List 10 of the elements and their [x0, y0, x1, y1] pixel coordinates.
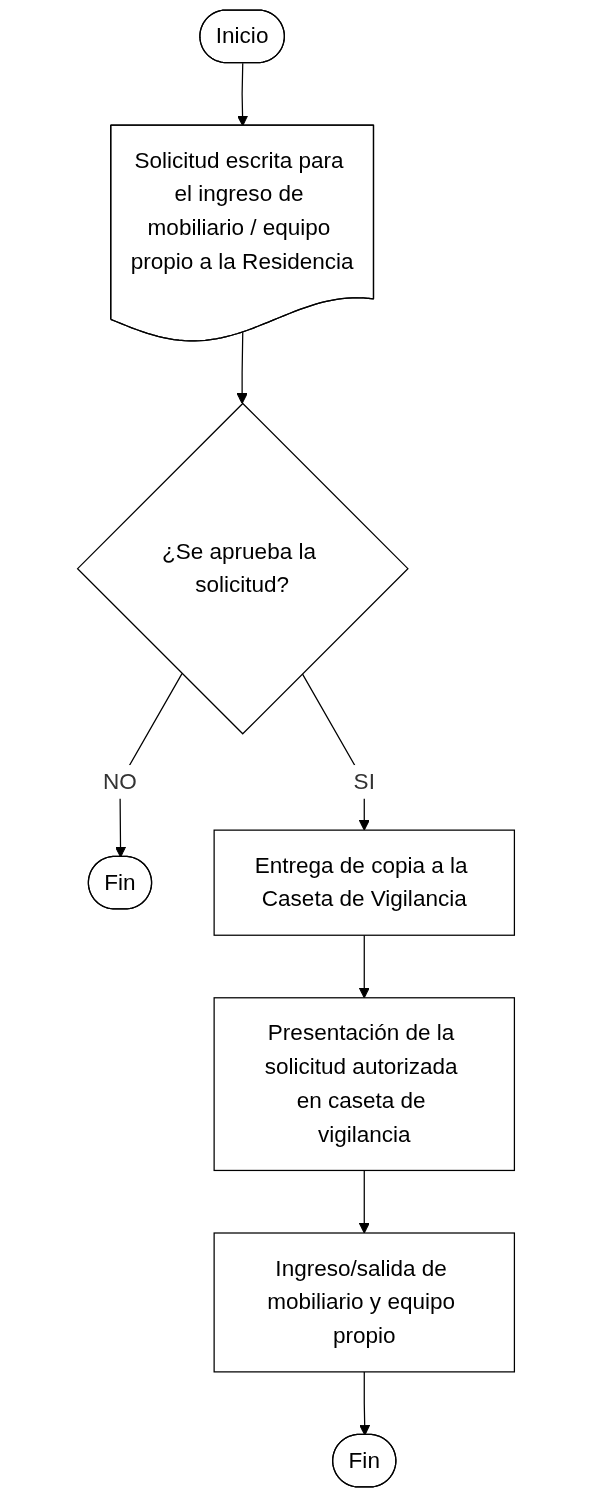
edge-label: NO	[103, 768, 137, 794]
edge-label: SI	[353, 768, 375, 794]
arrow	[359, 1371, 371, 1436]
node-box: Ingreso/salida de mobiliario y equipo propio	[213, 1232, 516, 1373]
arrow	[236, 332, 248, 404]
node-diamond: ¿Se aprueba la solicitud?	[76, 402, 409, 735]
node-box: Entrega de copia a la Caseta de Vigilancia	[213, 829, 516, 936]
arrow	[358, 934, 370, 999]
arrow	[358, 1169, 370, 1234]
node-box: Presentación de la solicitud autorizada en caseta de vigilancia	[213, 997, 516, 1172]
